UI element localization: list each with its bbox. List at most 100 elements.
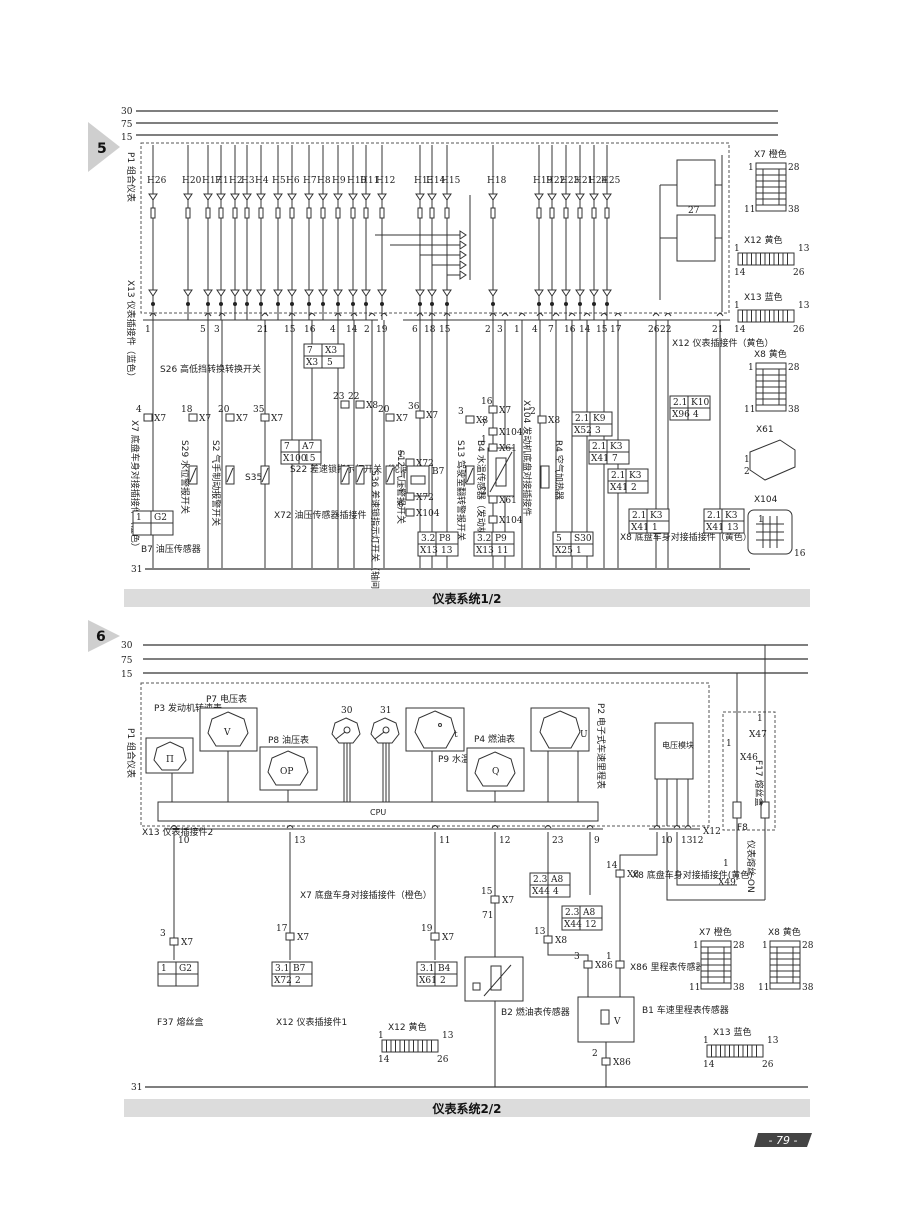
legend-pin: 28 (788, 363, 800, 373)
ref-cell: 2.1 (673, 398, 687, 408)
legend-pin: 16 (794, 549, 806, 559)
s13-label: S13 驾驶室翻转警报开关 (455, 440, 467, 541)
cpu-block (157, 801, 599, 822)
ref-cell: K3 (725, 511, 738, 521)
ref-cell: X25 (555, 546, 573, 556)
connector-pin: 21 (257, 313, 268, 568)
legend-pin: 13 (798, 244, 810, 254)
p9-symbol: t (454, 730, 458, 740)
junction-conn: X7 (154, 414, 166, 424)
switch-icon (340, 465, 350, 485)
pin-number: 18 (424, 325, 436, 335)
ref-cell: 2.1 (611, 471, 625, 481)
legend-pin: 14 (734, 268, 746, 278)
lamp-label: H3 (241, 176, 255, 186)
ref-cell: 7 (307, 346, 313, 356)
ref-cell: X41 (591, 454, 609, 464)
connector-pin: 1 (514, 313, 526, 568)
junction-connector: X104 (488, 515, 523, 526)
x72-label: X72 油压传感器插接件 (274, 509, 366, 521)
ref-cell: P8 (439, 534, 451, 544)
legend-pin: 1 (748, 163, 754, 173)
legend-pin: 1 (693, 941, 699, 951)
junction-connector: 3X7 (160, 929, 193, 948)
ref-cell: 2 (440, 976, 446, 986)
connector-pin: 13 (673, 825, 693, 846)
x7-body-label: X7 底盘车身对接插接件（橙色） (300, 889, 432, 901)
legend-pin: 1 (758, 515, 764, 525)
junction-pin: 17 (276, 924, 288, 934)
ref-cell: K3 (610, 442, 623, 452)
junction-conn: X86 (595, 961, 613, 971)
cluster-label: P1 组合仪表 (125, 152, 137, 202)
legend-pin: 1 (748, 363, 754, 373)
indicator-lamp: H12 (376, 145, 395, 320)
legend-pin: 2 (744, 467, 750, 477)
pin-number: 15 (596, 325, 608, 335)
pin-number: 1 (145, 325, 151, 335)
pin-number: 23 (552, 836, 564, 846)
banner-2 (124, 1099, 810, 1117)
lamp-label: H9 (332, 176, 346, 186)
pin-number: 2 (485, 325, 491, 335)
ref-cell: 2.1 (707, 511, 721, 521)
s26-label: S26 高低挡转换转换开关 (160, 363, 261, 375)
gauge-p7-voltmeter: P7 电压表 V (199, 693, 258, 752)
cluster-boundary (140, 142, 730, 314)
junction-pin: 3 (458, 407, 464, 417)
junction-pin: 6 (398, 500, 404, 510)
legend-pin: 13 (767, 1036, 779, 1046)
b1-symbol: V (613, 1017, 621, 1027)
connector-pin: 9 (586, 825, 600, 846)
connector-pin: 6 (412, 313, 424, 568)
junction-pin: 2 (481, 487, 487, 497)
ref-cell: 2.1 (592, 442, 606, 452)
b7-text: B7 (432, 467, 445, 477)
rail-label-75: 75 (121, 120, 133, 130)
fuse-f17-element (760, 801, 770, 819)
junction-pin: 18 (181, 405, 193, 415)
section-marker-5 (88, 122, 120, 172)
ref-cell: X41 (631, 523, 649, 533)
legend-title: X13 蓝色 (713, 1026, 751, 1038)
x12-label: X12 (703, 827, 721, 837)
ref-cell: X3 (306, 358, 318, 368)
legend-pin: 38 (788, 205, 800, 215)
junction-conn: X8 (548, 416, 560, 426)
ref-cell: 1 (576, 546, 582, 556)
indicator-lamp: H9 (332, 145, 346, 320)
gauge-30-label: 30 (341, 706, 353, 716)
junction-pin: 15 (481, 887, 493, 897)
x12-connector1-label: X12 仪表插接件1 (276, 1016, 347, 1028)
ref-cell: X61 (419, 976, 437, 986)
ref-cell: 4 (553, 887, 559, 897)
indicator-lamp: H7 (303, 145, 317, 320)
ref-cell: B7 (293, 964, 306, 974)
pin-number: 1 (514, 325, 520, 335)
junction-pin: 22 (348, 392, 359, 402)
legend-pin: 1 (734, 244, 740, 254)
junction-pin: 36 (408, 402, 420, 412)
junction-conn: X72 (416, 459, 434, 469)
junction-conn: X8 (555, 936, 567, 946)
switch-icon (260, 465, 270, 485)
junction-conn: X72 (416, 493, 434, 503)
